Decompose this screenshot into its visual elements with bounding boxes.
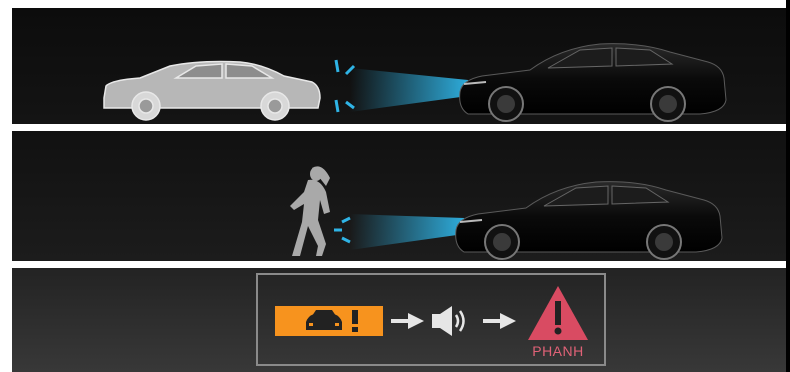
car-warning-icon	[275, 306, 383, 336]
arrow-right-icon	[391, 313, 424, 329]
right-border	[786, 0, 790, 372]
warning-triangle-icon	[528, 286, 588, 340]
brake-label: PHANH	[527, 343, 589, 359]
speaker-icon	[432, 306, 464, 336]
arrow-right-icon	[483, 313, 516, 329]
